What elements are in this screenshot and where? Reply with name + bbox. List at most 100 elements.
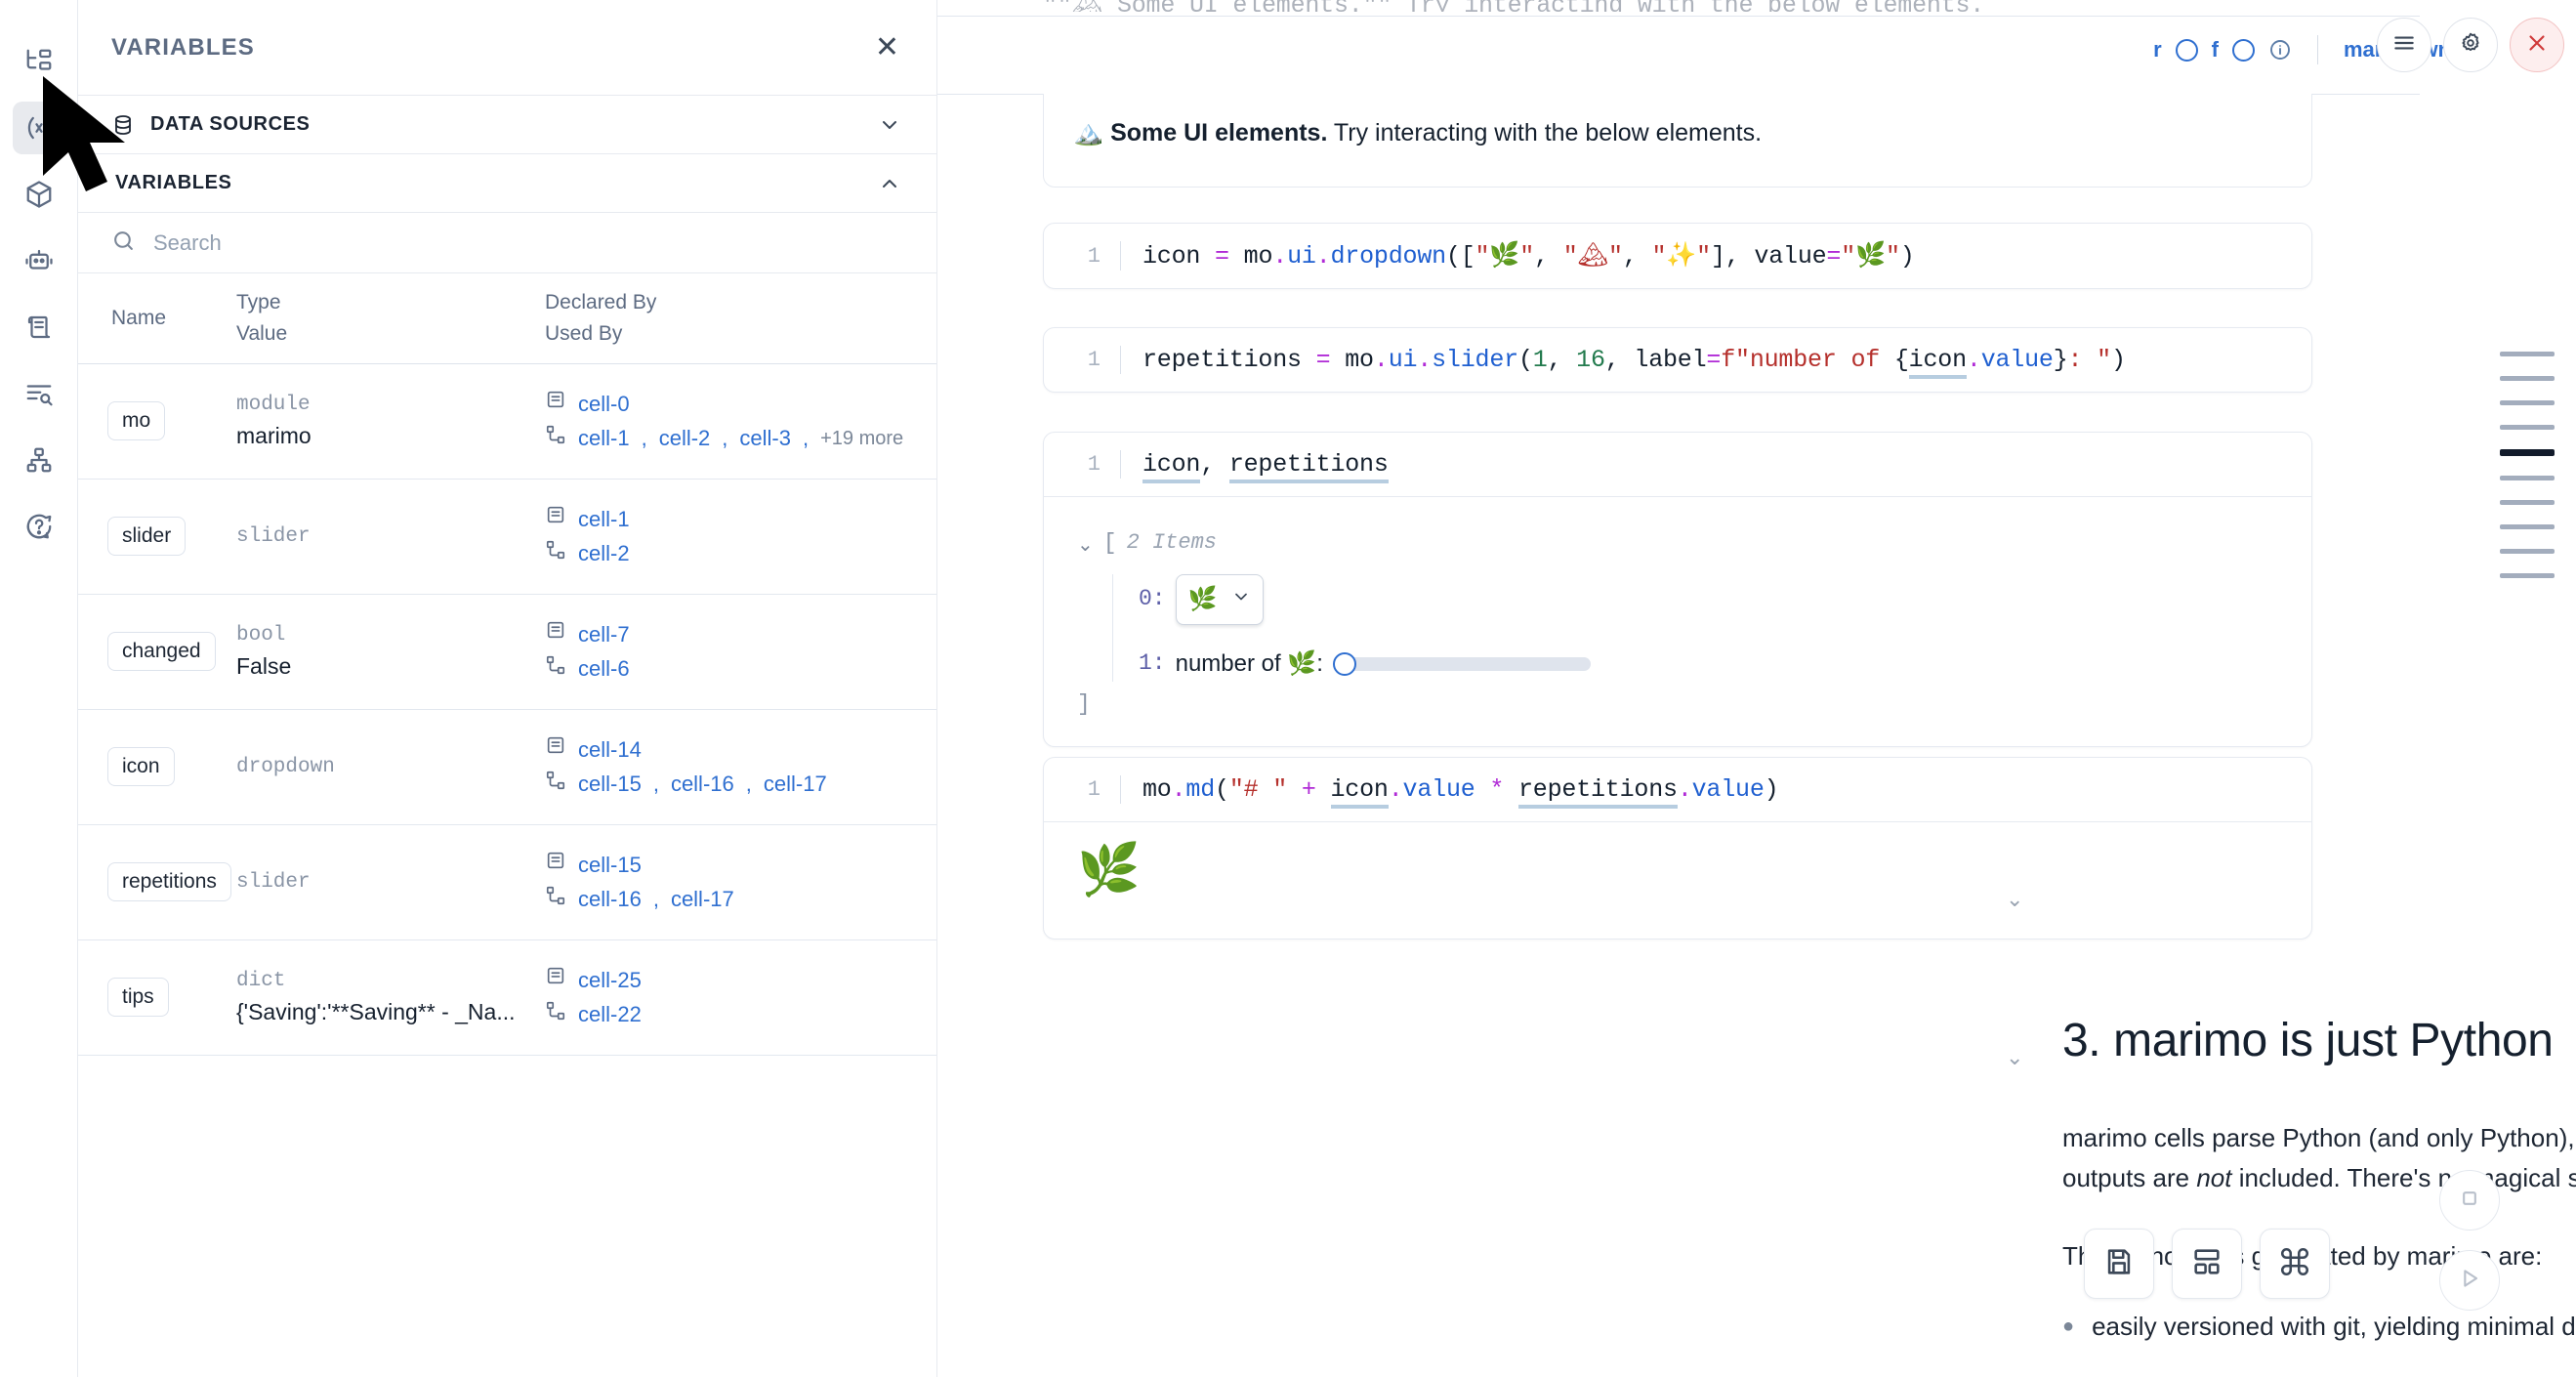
code-cell-markdown-render[interactable]: 1 mo.md("# " + icon.value * repetitions.…: [1043, 757, 2312, 939]
code-text[interactable]: icon = mo.ui.dropdown(["🌿", "🏔", "✨"], v…: [1120, 241, 1915, 271]
sidebar-item-variables[interactable]: [12, 102, 65, 154]
section-variables[interactable]: VARIABLES: [78, 154, 936, 213]
chevron-down-icon[interactable]: [878, 113, 901, 137]
cell-link[interactable]: cell-17: [763, 772, 827, 797]
section-data-sources[interactable]: DATA SOURCES: [78, 96, 936, 154]
info-circle-icon[interactable]: [2268, 38, 2292, 62]
cell-link[interactable]: cell-25: [578, 967, 642, 992]
sidebar-item-file-explorer[interactable]: [13, 35, 65, 88]
sidebar-item-packages[interactable]: [13, 168, 65, 221]
list-item: ● easily versioned with git, yielding mi…: [2062, 1312, 2576, 1342]
sidebar-item-dependency-graph[interactable]: [13, 434, 65, 486]
cell-link[interactable]: cell-2: [658, 426, 711, 451]
code-text[interactable]: repetitions = mo.ui.slider(1, 16, label=…: [1120, 346, 2126, 379]
minimap-line[interactable]: [2500, 425, 2555, 430]
repetitions-slider[interactable]: [1332, 651, 1591, 676]
used-by-icon-line: cell-16,cell-17: [545, 882, 921, 917]
cell-link[interactable]: cell-1: [578, 506, 630, 531]
code-token: (: [1517, 346, 1533, 374]
code-token: ,: [1200, 450, 1229, 479]
cell-link[interactable]: cell-0: [578, 391, 630, 416]
minimap-line[interactable]: [2500, 352, 2555, 356]
minimap-line[interactable]: [2500, 449, 2555, 456]
variable-name-chip[interactable]: mo: [107, 401, 166, 441]
cell-link[interactable]: cell-15: [578, 772, 642, 797]
minimap-line[interactable]: [2500, 524, 2555, 529]
cell-link[interactable]: cell-2: [578, 541, 630, 566]
sidebar-item-logs[interactable]: [13, 367, 65, 420]
variable-name-chip[interactable]: tips: [107, 978, 169, 1018]
code-cell-repetitions-slider[interactable]: 1 repetitions = mo.ui.slider(1, 16, labe…: [1043, 327, 2312, 393]
cell-link[interactable]: cell-14: [578, 736, 642, 762]
variables-panel: VARIABLES ✕ DATA SOURCES VARIABLES: [78, 0, 937, 1377]
code-text[interactable]: icon, repetitions: [1120, 450, 1389, 483]
mountain-emoji-icon: 🏔️: [1073, 119, 1104, 146]
cell-link[interactable]: cell-7: [578, 621, 630, 647]
code-token: ,: [1547, 346, 1577, 374]
chevron-down-icon[interactable]: ⌄: [2006, 887, 2024, 911]
cell-link[interactable]: cell-15: [578, 852, 642, 877]
command-palette-button[interactable]: [2260, 1229, 2330, 1299]
code-cell-icon-repetitions-display[interactable]: 1 icon, repetitions ⌄ [ 2 Items 0:: [1043, 432, 2312, 747]
line-number: 1: [1087, 452, 1101, 477]
chevron-up-icon[interactable]: [878, 172, 901, 195]
code-token: ): [1899, 242, 1915, 271]
cell-delete-button[interactable]: [2510, 18, 2564, 72]
sidebar-item-scratchpad[interactable]: [13, 301, 65, 354]
code-cell-icon-dropdown[interactable]: 1 icon = mo.ui.dropdown(["🌿", "🏔", "✨"],…: [1043, 223, 2312, 289]
cell-link[interactable]: cell-17: [670, 887, 734, 912]
variable-type: dropdown: [236, 755, 335, 778]
minimap-line[interactable]: [2500, 476, 2555, 480]
minimap-line[interactable]: [2500, 573, 2555, 578]
search-input[interactable]: [153, 230, 903, 256]
list-output-header[interactable]: ⌄ [ 2 Items: [1077, 526, 2278, 561]
markdown-output-cell: 🏔️ Some UI elements. Try interacting wit…: [1043, 94, 2312, 188]
variable-type: slider: [236, 870, 311, 894]
used-by-icon: [545, 654, 566, 685]
minimap-line[interactable]: [2500, 549, 2555, 554]
minimap-line[interactable]: [2500, 400, 2555, 405]
notebook-minimap[interactable]: [2500, 352, 2555, 578]
cell-menu-button[interactable]: [2377, 18, 2431, 72]
slider-handle[interactable]: [1332, 651, 1356, 676]
slider-track[interactable]: [1348, 656, 1591, 671]
code-token: mo: [1330, 346, 1374, 374]
variable-name-chip[interactable]: changed: [107, 632, 216, 672]
search-row: [78, 213, 936, 273]
sidebar-item-chat[interactable]: [13, 234, 65, 287]
variable-name-chip[interactable]: repetitions: [107, 862, 231, 902]
sidebar-item-help[interactable]: [13, 500, 65, 553]
more-links-label[interactable]: +19 more: [820, 427, 904, 449]
chevron-down-icon[interactable]: ⌄: [2006, 1045, 2024, 1069]
cell-link[interactable]: cell-1: [578, 426, 630, 451]
code-text[interactable]: mo.md("# " + icon.value * repetitions.va…: [1120, 775, 1779, 809]
save-notebook-button[interactable]: [2084, 1229, 2154, 1299]
cell-link[interactable]: cell-16: [670, 772, 734, 797]
notebook-area: ""🏔 Some UI elements."" Try interacting …: [937, 0, 2576, 1377]
cell-link[interactable]: cell-6: [578, 656, 630, 682]
list-index: 1:: [1139, 650, 1166, 677]
icon-dropdown-select[interactable]: 🌿: [1175, 573, 1264, 625]
variable-name-chip[interactable]: slider: [107, 517, 187, 557]
minimap-line[interactable]: [2500, 376, 2555, 381]
minimap-line[interactable]: [2500, 500, 2555, 505]
cell-link[interactable]: cell-22: [578, 1002, 642, 1027]
cell-link[interactable]: cell-3: [739, 426, 791, 451]
close-icon[interactable]: ✕: [874, 30, 899, 63]
declared-by-icon: [545, 734, 566, 765]
chevron-down-icon[interactable]: ⌄: [1077, 534, 1094, 556]
code-token: ui: [1388, 346, 1418, 374]
layout-button[interactable]: [2172, 1229, 2242, 1299]
interrupt-button[interactable]: [2439, 1170, 2500, 1231]
cell-settings-button[interactable]: [2443, 18, 2498, 72]
variable-name-chip[interactable]: icon: [107, 747, 175, 787]
section-label: VARIABLES: [115, 172, 232, 193]
cell-link[interactable]: cell-16: [578, 887, 642, 912]
run-all-button[interactable]: [2439, 1250, 2500, 1311]
